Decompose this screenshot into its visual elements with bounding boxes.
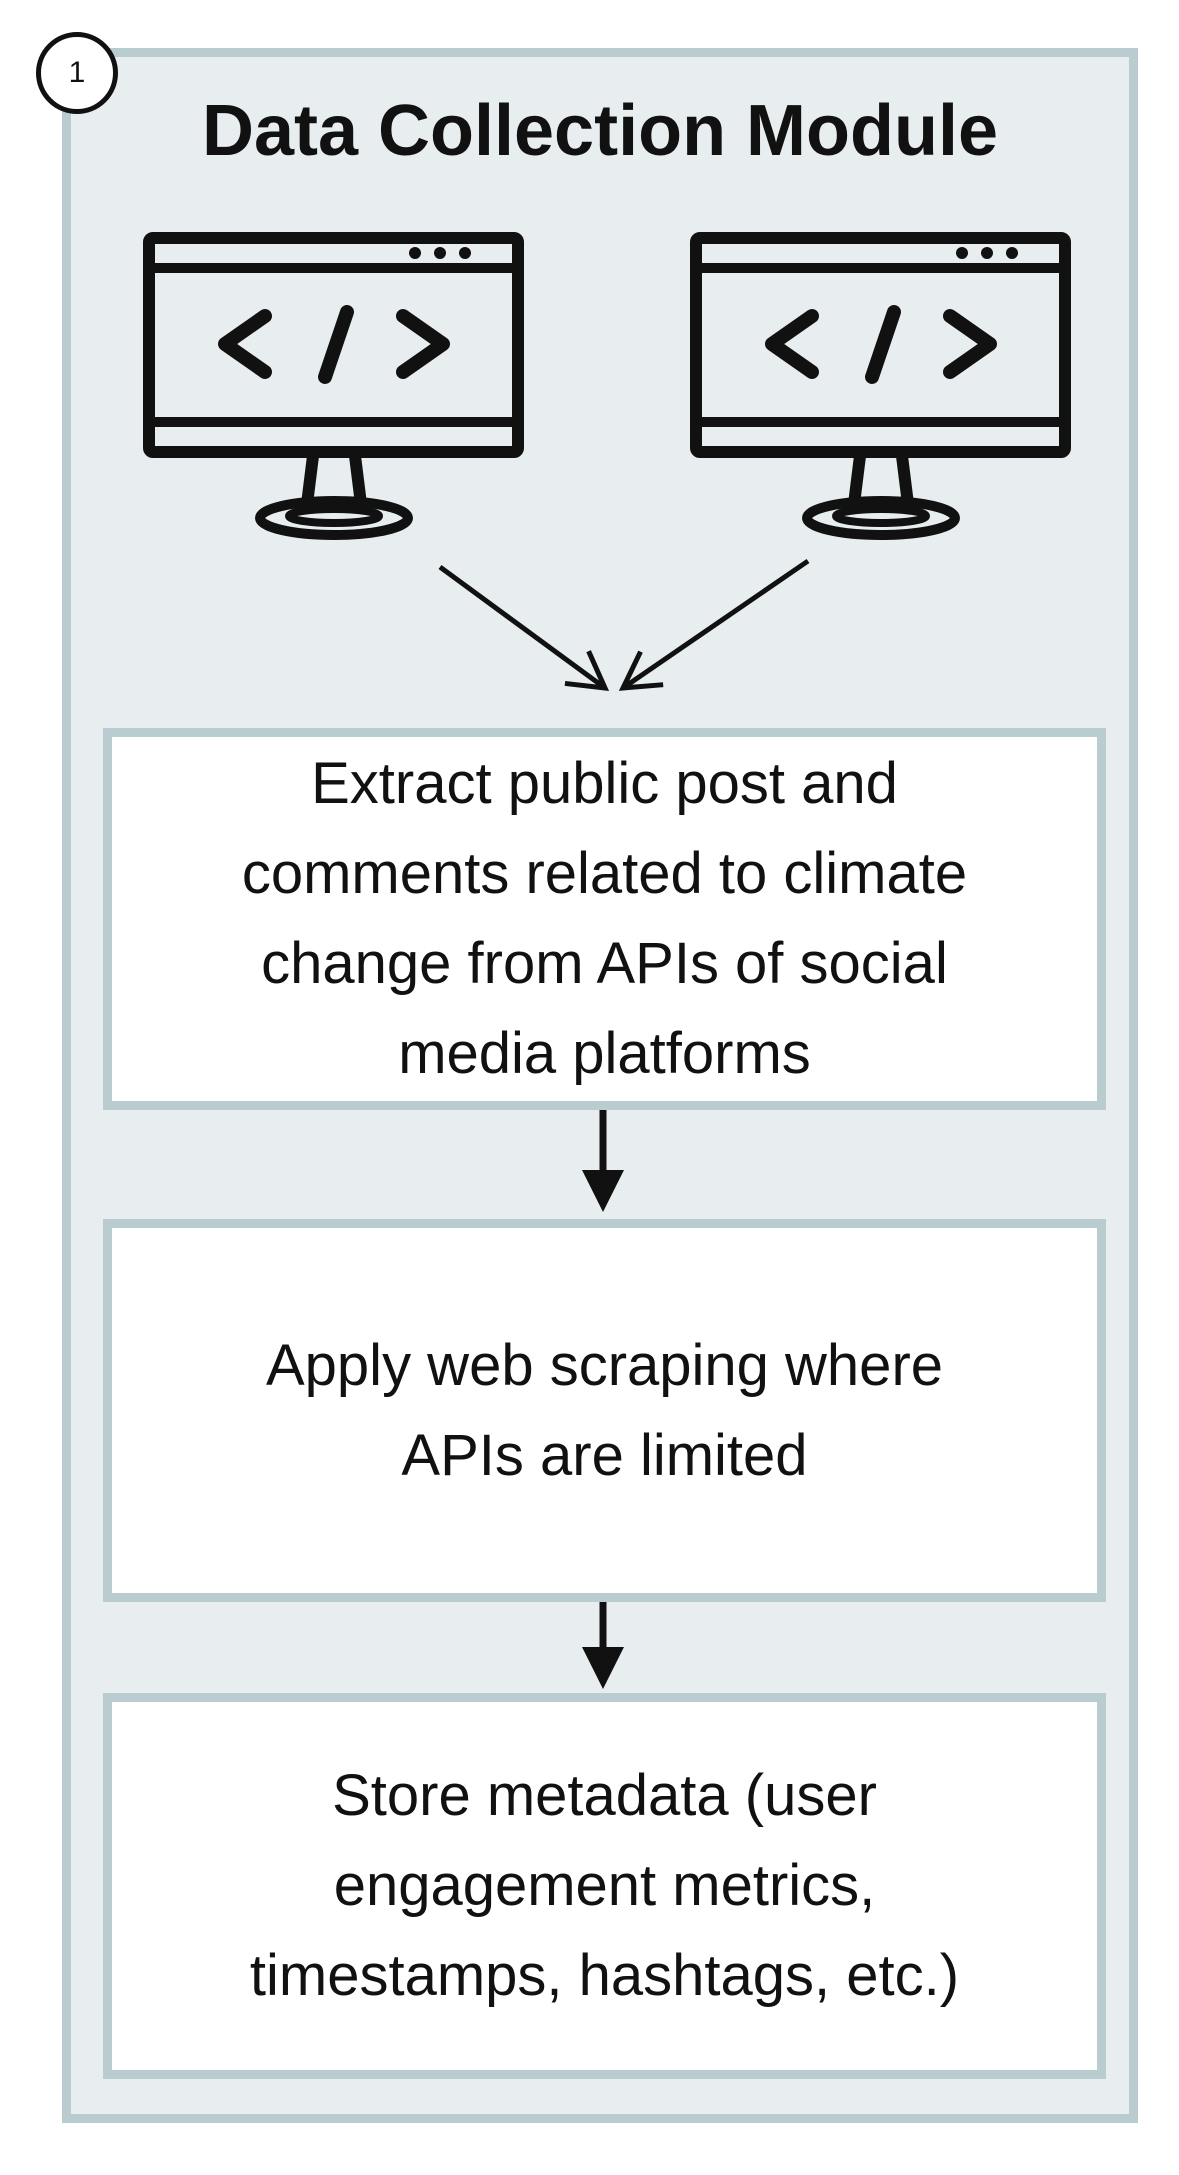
step-text-line: timestamps, hashtags, etc.)	[249, 1942, 960, 2008]
step-box-extract: Extract public post and comments related…	[103, 728, 1106, 1110]
step-text-line: media platforms	[398, 1020, 811, 1086]
step-number: 1	[68, 56, 86, 89]
step-box-store: Store metadata (user engagement metrics,…	[103, 1693, 1106, 2079]
step-text-line: Apply web scraping where	[265, 1332, 944, 1398]
step-text-line: APIs are limited	[401, 1422, 808, 1488]
step-text-line: Store metadata (user	[332, 1763, 877, 1829]
step-text: Extract public post and comments related…	[242, 739, 967, 1099]
step-number-badge: 1	[36, 32, 118, 114]
module-title: Data Collection Module	[201, 91, 999, 171]
step-text-line: comments related to climate	[241, 841, 968, 907]
code-monitor-icon	[143, 232, 524, 540]
step-box-scrape: Apply web scraping where APIs are limite…	[103, 1219, 1106, 1602]
step-text-line: Extract public post and	[311, 751, 898, 817]
step-text-line: change from APIs of social	[261, 931, 948, 996]
step-text: Store metadata (user engagement metrics,…	[250, 1751, 959, 2021]
code-monitor-icon	[690, 232, 1071, 540]
step-text: Apply web scraping where APIs are limite…	[266, 1321, 943, 1501]
step-text-line: engagement metrics,	[333, 1853, 876, 1919]
